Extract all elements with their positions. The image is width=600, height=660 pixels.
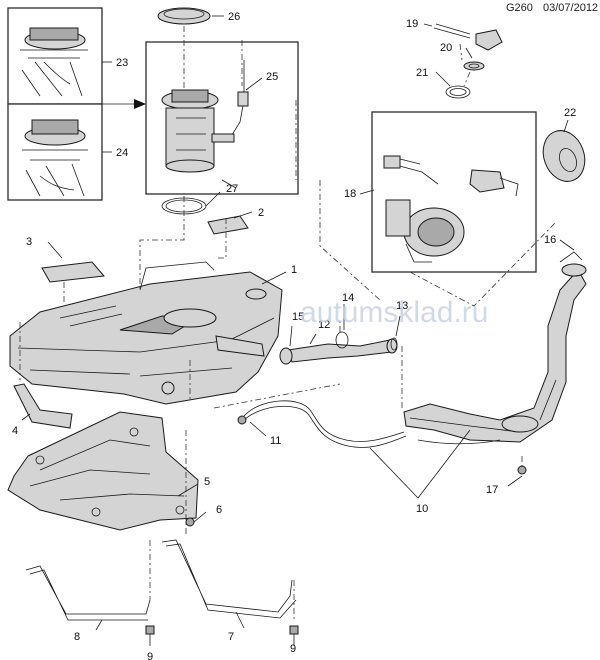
filler-neck (403, 251, 587, 443)
watermark: autumsklad.ru (300, 296, 488, 329)
bolt-9a (145, 625, 155, 635)
callout-14: 14 (342, 292, 354, 304)
callout-18: 18 (344, 188, 356, 200)
callout-4: 4 (12, 425, 18, 437)
clamp-14 (335, 331, 349, 349)
callout-23: 23 (116, 57, 128, 69)
callout-9-left: 9 (147, 651, 153, 660)
callout-24: 24 (116, 147, 128, 159)
callout-11: 11 (270, 435, 281, 447)
callout-19: 19 (406, 18, 418, 30)
heat-shield (7, 411, 199, 531)
callout-16: 16 (544, 234, 556, 246)
bolt-17 (517, 465, 527, 475)
bolt-9b (289, 625, 299, 635)
callout-17: 17 (486, 484, 498, 496)
pump-module-box (145, 41, 299, 195)
callout-21: 21 (416, 67, 428, 79)
clamp-13 (390, 337, 398, 351)
callout-26: 26 (228, 11, 240, 23)
callout-15: 15 (292, 311, 304, 323)
lock-ring (157, 7, 211, 25)
fuel-tank (9, 261, 283, 405)
callout-25: 25 (266, 71, 278, 83)
bolt-6 (185, 517, 195, 527)
sender-box (371, 111, 537, 273)
callout-2: 2 (258, 207, 264, 219)
callout-9-right: 9 (290, 643, 296, 655)
diagram-code: G260 (506, 2, 533, 14)
inset-23 (7, 7, 103, 105)
strap-8 (25, 565, 151, 621)
inset-24 (7, 103, 103, 201)
callout-7: 7 (228, 631, 234, 643)
callout-8: 8 (74, 631, 80, 643)
pad-3 (41, 261, 105, 283)
callout-13: 13 (396, 300, 408, 312)
callout-5: 5 (204, 476, 210, 488)
callout-3: 3 (26, 236, 32, 248)
callout-20: 20 (440, 42, 452, 54)
callout-10: 10 (416, 503, 428, 515)
callout-22: 22 (564, 107, 576, 119)
callout-1: 1 (291, 264, 297, 276)
hoses (243, 338, 501, 448)
strip-4 (13, 383, 73, 429)
inset-arrow-icon (134, 99, 146, 109)
cap-parts (433, 23, 586, 182)
strap-7 (161, 539, 297, 619)
pad-2 (207, 215, 249, 235)
diagram-date: 03/07/2012 (543, 2, 599, 14)
clip-11 (237, 415, 247, 425)
callout-12: 12 (318, 319, 330, 331)
callout-27: 27 (226, 183, 238, 195)
callout-6: 6 (216, 504, 222, 516)
